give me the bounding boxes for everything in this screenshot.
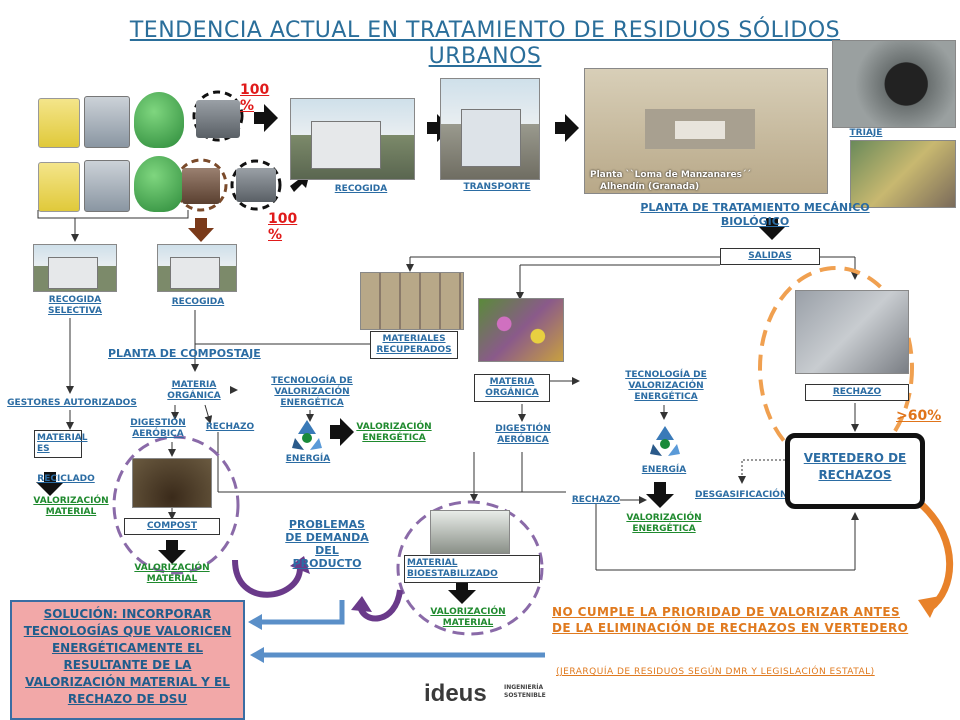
percent-mid: 100 %	[268, 211, 298, 243]
rechazo-waste-photo	[795, 290, 909, 374]
recycle-energy-icon	[650, 426, 680, 456]
green-glass-bin-icon	[134, 92, 184, 148]
label-gestores: GESTORES AUTORIZADOS	[7, 398, 137, 408]
materiales-bales-photo	[360, 272, 464, 330]
organic-waste-photo	[478, 298, 564, 362]
label-triaje: TRIAJE	[849, 128, 883, 138]
label-energia-2: ENERGÍA	[641, 465, 687, 475]
no-cumple-text: NO CUMPLE LA PRIORIDAD DE VALORIZAR ANTE…	[552, 605, 909, 635]
box-compost: COMPOST	[124, 518, 220, 535]
label-energia-1: ENERGÍA	[285, 454, 331, 464]
vertedero-box: VERTEDERO DE RECHAZOS	[785, 433, 925, 509]
label-tec-valorizacion-2: TECNOLOGÍA DE VALORIZACIÓN ENERGÉTICA	[625, 370, 707, 402]
ideus-logo-sub: INGENIERÍA SOSTENIBLE	[504, 684, 546, 700]
triaje-machine-photo	[832, 40, 956, 128]
grey-container-icon	[236, 168, 276, 202]
grey-bin-icon	[84, 160, 130, 212]
label-planta-tmb: PLANTA DE TRATAMIENTO MECÁNICO BIOLÓGICO	[640, 201, 870, 228]
recogida-organica-truck-photo	[157, 244, 237, 292]
box-rechazo-right: RECHAZO	[805, 384, 909, 401]
box-material-es: MATERIAL ES	[34, 430, 88, 458]
plant-caption-2: Alhendín (Granada)	[600, 182, 700, 192]
label-recogida-top: RECOGIDA	[334, 184, 388, 194]
label-problemas: PROBLEMAS DE DEMANDA DEL PRODUCTO	[285, 518, 369, 570]
percent-top: 100 %	[240, 82, 270, 114]
label-rechazo-2: RECHAZO	[571, 495, 621, 505]
grey-container-icon	[196, 100, 240, 138]
solucion-box: SOLUCIÓN: INCORPORAR TECNOLOGÍAS QUE VAL…	[10, 600, 245, 720]
plant-caption-1: Planta ``Loma de Manzanares´´	[590, 170, 751, 180]
label-digestion-2: DIGESTIÓN AERÓBICA	[495, 424, 551, 445]
label-recogida-2: RECOGIDA	[171, 297, 225, 307]
green-glass-bin-icon	[134, 156, 184, 212]
box-materia-organica-2: MATERIA ORGÁNICA	[474, 374, 550, 402]
bioestabilizado-photo	[430, 510, 510, 554]
triaje-conveyor-photo	[850, 140, 956, 208]
compost-photo	[132, 458, 212, 508]
brown-organic-bin-icon	[182, 168, 220, 204]
label-valorizacion-material-1: VALORIZACIÓN MATERIAL	[33, 496, 109, 517]
plant-aerial-photo	[584, 68, 828, 194]
label-valorizacion-material-2: VALORIZACIÓN MATERIAL	[134, 563, 210, 584]
transporte-truck-photo	[440, 78, 540, 180]
logo-sub-1: INGENIERÍA	[504, 684, 544, 691]
label-valorizacion-energetica-2: VALORIZACIÓN ENERGÉTICA	[626, 513, 702, 534]
jerarquia-text: (JERARQUÍA DE RESIDUOS SEGÚN DMR Y LEGIS…	[556, 667, 875, 677]
box-salidas: SALIDAS	[720, 248, 820, 265]
label-valorizacion-energetica-1: VALORIZACIÓN ENERGÉTICA	[356, 422, 432, 443]
recogida-selectiva-truck-photo	[33, 244, 117, 292]
label-reciclado: RECICLADO	[37, 474, 95, 484]
label-planta-compostaje: PLANTA DE COMPOSTAJE	[108, 347, 261, 360]
box-material-bioestabilizado: MATERIAL BIOESTABILIZADO	[404, 555, 540, 583]
label-transporte: TRANSPORTE	[463, 182, 531, 192]
page-title: TENDENCIA ACTUAL EN TRATAMIENTO DE RESID…	[129, 18, 841, 69]
label-tec-valorizacion-1: TECNOLOGÍA DE VALORIZACIÓN ENERGÉTICA	[271, 376, 353, 408]
yellow-bin-icon	[38, 98, 80, 148]
ideus-logo: ideus	[424, 680, 487, 707]
percent-rechazo: >60%	[896, 408, 942, 424]
box-materia-organica-1: MATERIA ORGÁNICA	[158, 378, 230, 404]
label-valorizacion-material-3: VALORIZACIÓN MATERIAL	[430, 607, 506, 628]
label-digestion-1: DIGESTIÓN AERÓBICA	[130, 418, 186, 439]
recycle-energy-icon	[292, 420, 322, 450]
label-recogida-selectiva: RECOGIDA SELECTIVA	[48, 295, 102, 316]
grey-bin-icon	[84, 96, 130, 148]
logo-sub-2: SOSTENIBLE	[504, 692, 546, 699]
recogida-truck-photo	[290, 98, 415, 180]
box-materiales-recuperados: MATERIALES RECUPERADOS	[370, 331, 458, 359]
yellow-bin-icon	[38, 162, 80, 212]
label-desgasificacion: DESGASIFICACIÓN	[695, 490, 788, 500]
label-rechazo-1: RECHAZO	[205, 422, 255, 432]
